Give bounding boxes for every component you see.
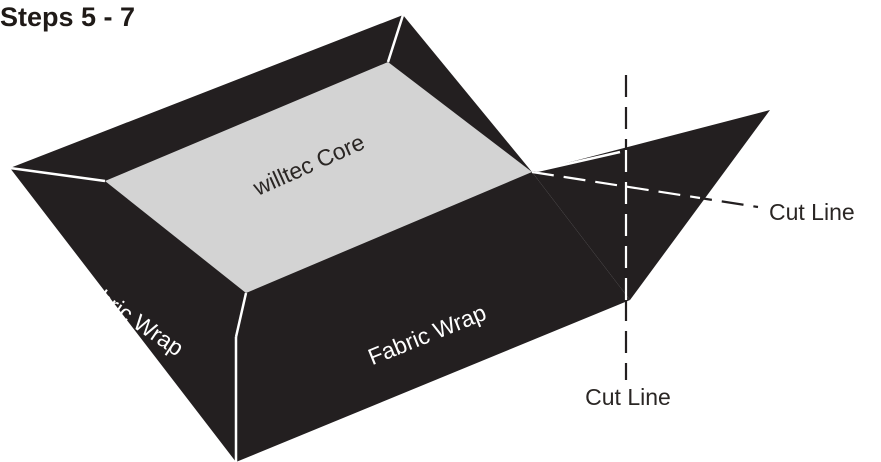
page-title: Steps 5 - 7 xyxy=(0,2,136,32)
cut-line-horizontal-on-flap xyxy=(531,170,701,200)
cut-line-horizontal-label: Cut Line xyxy=(769,199,855,225)
fold-edges xyxy=(9,14,621,462)
cut-line-vertical-label: Cut Line xyxy=(585,384,671,410)
willtec-core-face xyxy=(105,62,532,293)
